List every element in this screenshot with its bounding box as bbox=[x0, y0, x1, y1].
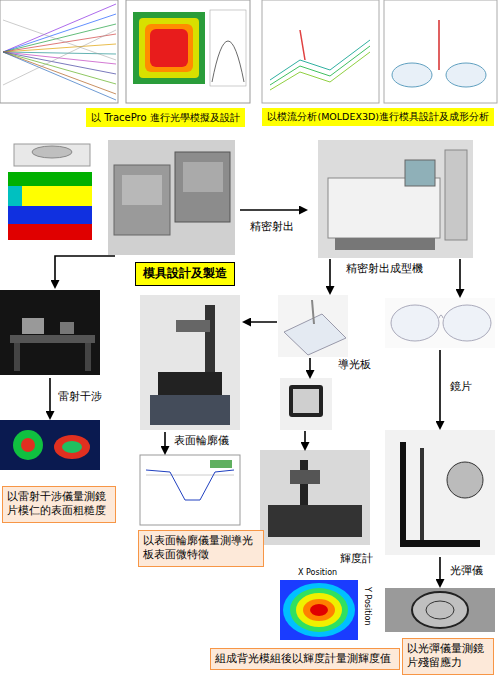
mold-flow-image bbox=[262, 0, 497, 103]
box-text: 以雷射干涉儀量測鏡片模仁的表面粗糙度 bbox=[7, 490, 111, 519]
box-text: 以 TracePro 進行光學模擬及設計 bbox=[91, 111, 240, 124]
photo-label: 導光板 bbox=[338, 358, 371, 371]
profile-chart bbox=[140, 455, 240, 525]
box-text: 以表面輪廓儀量測導光板表面微特徵 bbox=[143, 534, 259, 563]
profilometer-photo bbox=[140, 295, 240, 430]
photo-label: 鏡片 bbox=[450, 380, 472, 393]
luminance-map bbox=[280, 580, 358, 640]
note-box: 以表面輪廓儀量測導光板表面微特徵 bbox=[138, 530, 264, 567]
note-box: 以雷射干涉儀量測鏡片模仁的表面粗糙度 bbox=[2, 486, 116, 523]
note-box: 組成背光模組後以輝度計量測輝度值 bbox=[210, 648, 400, 670]
photoelastic-result bbox=[385, 588, 495, 632]
photo-label: Y Position bbox=[362, 587, 372, 626]
box-text: 以光彈儀量測鏡片殘留應力 bbox=[407, 642, 489, 671]
box-text: 以模流分析(MOLDEX3D)進行模具設計及成形分析 bbox=[267, 111, 489, 123]
caption-box: 以 TracePro 進行光學模擬及設計 bbox=[86, 108, 245, 127]
box-text: 模具設計及製造 bbox=[142, 266, 228, 282]
ray-trace-image bbox=[0, 0, 118, 103]
backlight-photo bbox=[280, 378, 332, 430]
lens-photo bbox=[385, 298, 495, 348]
laser-result-image bbox=[0, 420, 100, 470]
title-box: 模具設計及製造 bbox=[135, 262, 235, 286]
luminance-meter-photo bbox=[260, 450, 370, 545]
mold-photo bbox=[108, 140, 235, 255]
box-text: 組成背光模組後以輝度計量測輝度值 bbox=[215, 652, 395, 666]
photo-label: 精密射出 bbox=[250, 220, 294, 233]
photo-label: 輝度計 bbox=[340, 552, 373, 565]
flow-arrows bbox=[50, 210, 460, 586]
photo-label: 表面輪廓儀 bbox=[174, 434, 229, 447]
caption-box: 以模流分析(MOLDEX3D)進行模具設計及成形分析 bbox=[262, 108, 494, 126]
laser-interferometer-photo bbox=[0, 290, 100, 375]
photo-label: 雷射干涉 bbox=[58, 390, 102, 403]
illuminance-map bbox=[126, 0, 250, 103]
photo-label: 光彈儀 bbox=[450, 564, 483, 577]
photo-label: X Position bbox=[298, 568, 337, 578]
light-guide-photo bbox=[278, 295, 348, 357]
note-box: 以光彈儀量測鏡片殘留應力 bbox=[402, 638, 494, 675]
injection-machine-photo bbox=[318, 140, 473, 258]
photo-label: 精密射出成型機 bbox=[346, 262, 423, 275]
photoelastic-photo bbox=[385, 430, 495, 555]
mold-cad-model bbox=[8, 144, 92, 240]
